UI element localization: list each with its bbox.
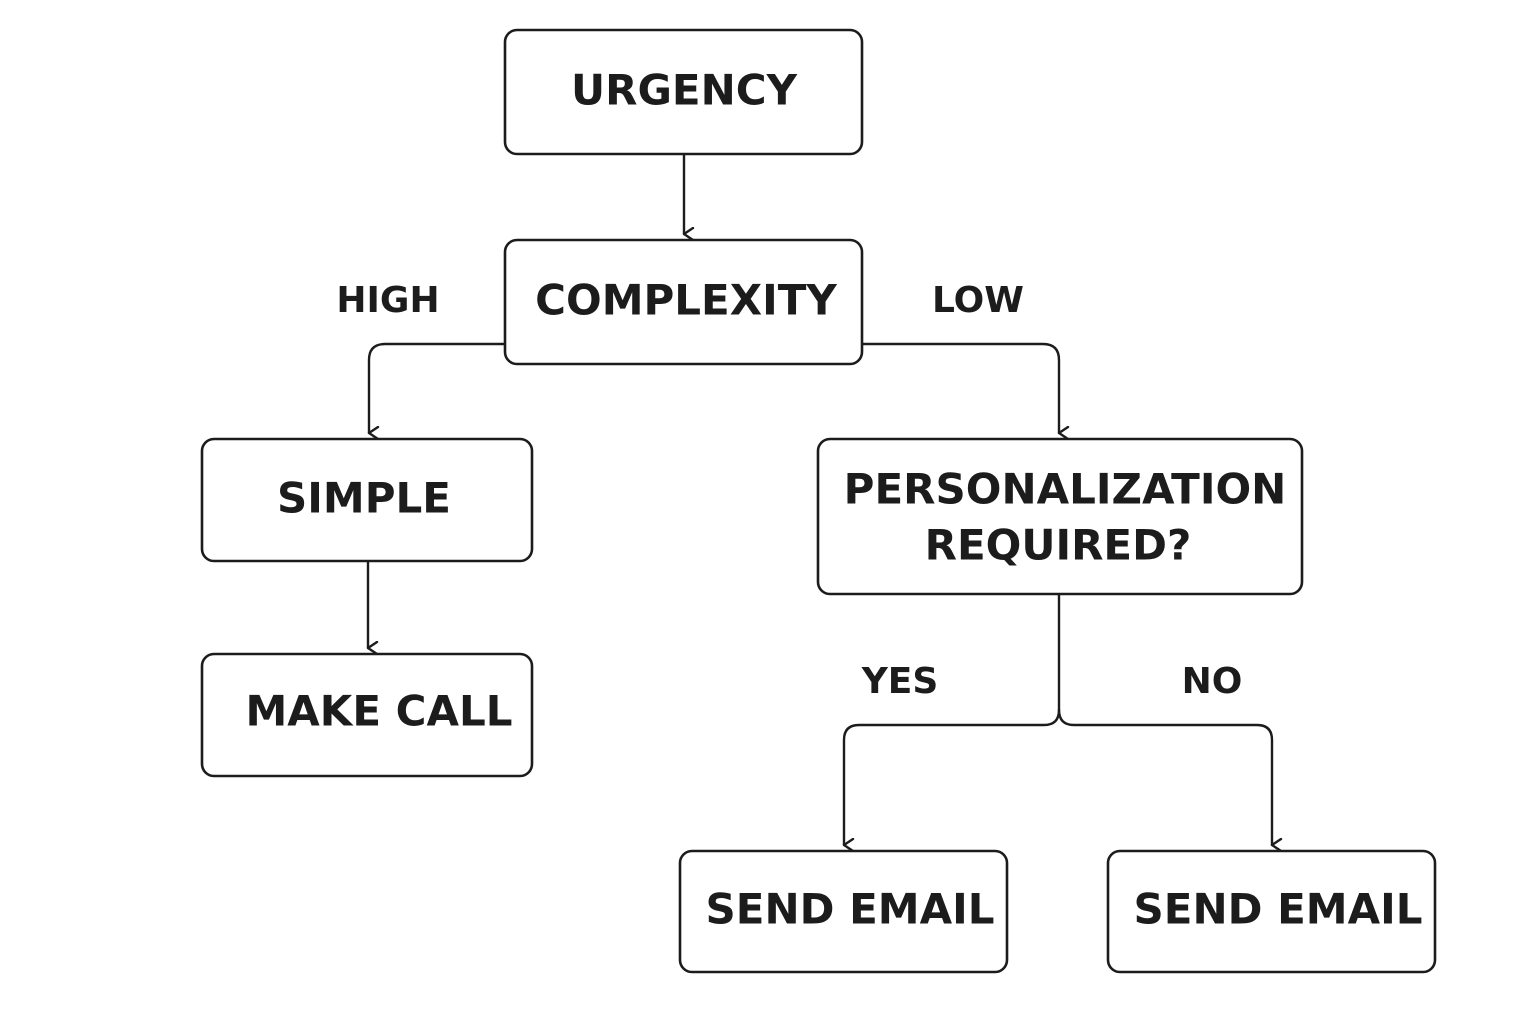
node-complexity-label: COMPLEXITY: [535, 276, 837, 325]
edge-complexity-to-simple: [367, 342, 507, 433]
edge-label-low: LOW: [932, 280, 1024, 321]
node-personalization-label-line2: REQUIRED?: [925, 521, 1192, 570]
node-make-call-label: MAKE CALL: [245, 687, 512, 736]
node-send-email-no-label: SEND EMAIL: [1134, 885, 1423, 934]
edge-label-yes: YES: [861, 661, 939, 702]
edge-personalization-to-send-email-yes: [842, 708, 1061, 845]
node-simple-label: SIMPLE: [277, 474, 451, 523]
edge-label-no: NO: [1182, 661, 1243, 702]
edge-label-high: HIGH: [336, 280, 439, 321]
node-complexity: COMPLEXITY: [503, 238, 864, 366]
node-urgency-label: URGENCY: [571, 66, 798, 115]
node-simple: SIMPLE: [200, 437, 534, 563]
node-make-call: MAKE CALL: [200, 652, 534, 778]
edge-personalization-to-send-email-no: [1057, 708, 1272, 845]
node-personalization-label-line1: PERSONALIZATION: [844, 465, 1287, 514]
node-send-email-yes-label: SEND EMAIL: [706, 885, 995, 934]
node-urgency: URGENCY: [503, 28, 864, 156]
edge-complexity-to-personalization: [859, 342, 1059, 433]
node-personalization-required: PERSONALIZATION REQUIRED?: [816, 437, 1304, 596]
node-send-email-no: SEND EMAIL: [1106, 849, 1437, 974]
node-send-email-yes: SEND EMAIL: [678, 849, 1009, 974]
